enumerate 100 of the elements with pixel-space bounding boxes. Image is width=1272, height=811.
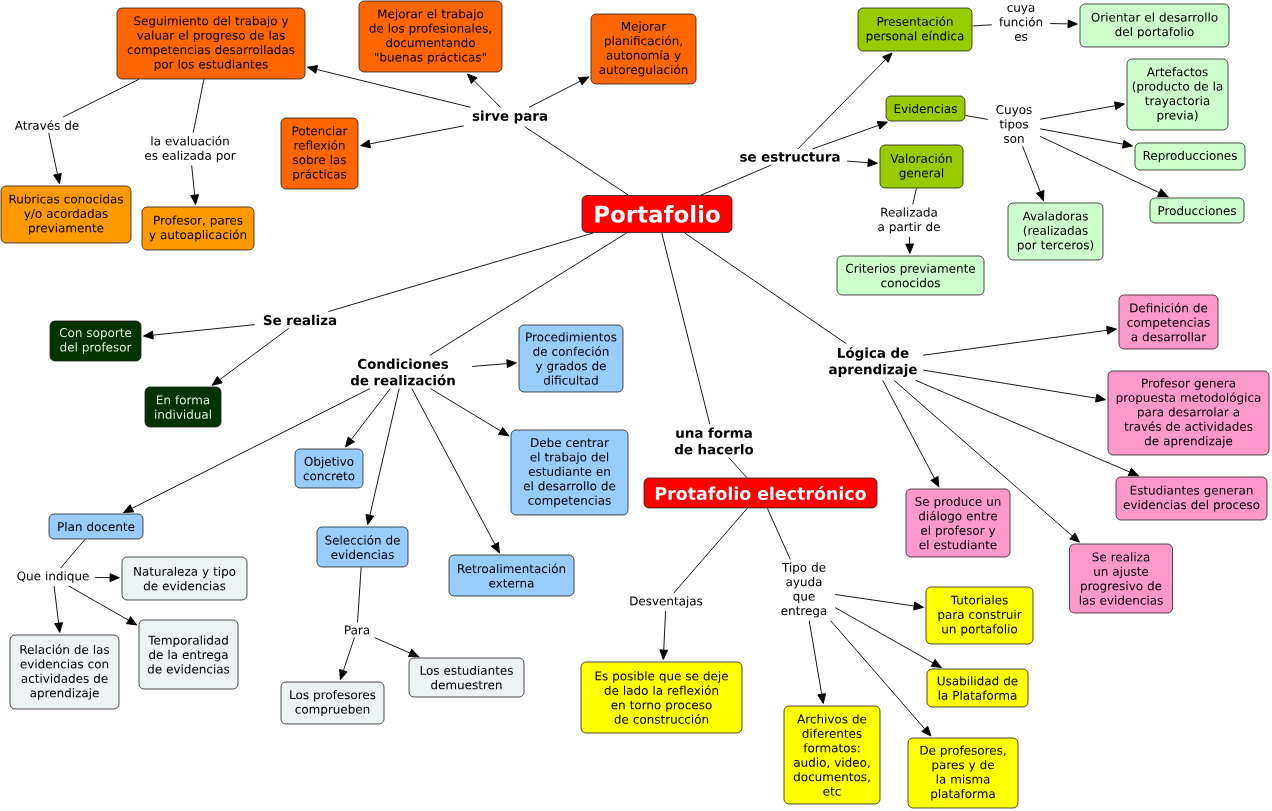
arrow xyxy=(68,585,138,626)
connector-line xyxy=(60,538,86,569)
concept-box: En forma individual xyxy=(144,386,222,428)
concept-box: Presentación personal eíndica xyxy=(857,7,973,52)
arrow xyxy=(834,594,924,611)
concept-box: Archivos de diferentes formatos: audio, video, documentos, etc xyxy=(783,705,881,805)
arrow xyxy=(143,324,256,340)
arrow xyxy=(1049,19,1078,29)
arrow xyxy=(211,327,290,386)
concept-box: Se realiza un ajuste progresivo de las evidencias xyxy=(1069,543,1173,614)
concept-box: Potenciar reflexión sobre las prácticas xyxy=(280,117,359,190)
concept-box: Retroalimentación externa xyxy=(448,554,575,597)
connector-line xyxy=(327,232,594,313)
arrow xyxy=(1022,145,1045,201)
arrow xyxy=(430,388,510,437)
linking-phrase: Tipo de ayuda que entrega xyxy=(781,562,827,618)
connector-line xyxy=(357,566,362,623)
arrow xyxy=(659,610,669,660)
arrow xyxy=(467,73,501,108)
connector-line xyxy=(700,164,772,196)
concept-box: Artefactos (producto de la trayactoria previa) xyxy=(1126,58,1229,131)
linking-phrase: Que indique xyxy=(17,571,89,583)
concept-box: Procedimientos de confeción y grados de dificultad xyxy=(518,324,624,393)
concept-box: Reproducciones xyxy=(1134,142,1246,171)
concept-box: Selección de evidencias xyxy=(316,526,409,568)
connector-line xyxy=(429,232,628,356)
arrow xyxy=(882,379,940,488)
connector-line xyxy=(912,187,917,205)
connector-line xyxy=(62,78,140,118)
concept-box: Rubricas conocidas y/o acordadas previamente xyxy=(0,185,132,244)
connector-line xyxy=(192,78,205,133)
arrow xyxy=(834,607,942,668)
arrow xyxy=(94,573,120,583)
concept-box: Usabilidad de la Plataforma xyxy=(926,668,1029,708)
concept-box: Valoración general xyxy=(879,144,964,189)
arrow xyxy=(1039,135,1169,198)
linking-phrase: Realizada a partir de xyxy=(878,207,940,234)
linking-phrase: sirve para xyxy=(472,110,547,124)
concept-box: Mejorar el trabajo de los profesionales, documentando "buenas prácticas" xyxy=(358,0,503,73)
concept-box: Objetivo concreto xyxy=(294,448,364,489)
concept-box: Con soporte del profesor xyxy=(49,320,142,362)
concept-box: Debe centrar el trabajo del estudiante en el desarrollo de competencias xyxy=(510,429,629,516)
linking-phrase: Lógica de aprendizaje xyxy=(829,346,917,378)
connector-line xyxy=(661,232,711,425)
concept-box: Protafolio electrónico xyxy=(643,477,878,509)
arrow xyxy=(53,585,63,633)
arrow xyxy=(365,388,400,525)
connector-line xyxy=(684,232,847,345)
concept-box: Seguimiento del trabajo y valuar el progreso de las competencias desarrolladas por los estudiantes xyxy=(116,7,306,80)
concept-box: Portafolio xyxy=(581,195,733,233)
linking-phrase: Através de xyxy=(14,120,79,130)
concept-box: Evidencias xyxy=(885,95,966,122)
arrow xyxy=(374,637,420,658)
concept-box: Relación de las evidencias con actividades de aprendizaje xyxy=(9,634,120,710)
arrow xyxy=(48,132,62,184)
linking-phrase: Desventajas xyxy=(630,596,703,608)
arrow xyxy=(190,165,199,205)
connector-line xyxy=(673,507,748,594)
concept-box: Producciones xyxy=(1149,197,1245,224)
arrow xyxy=(528,76,590,108)
arrow xyxy=(846,158,878,167)
arrow xyxy=(893,379,1080,543)
connector-line xyxy=(524,126,629,196)
arrow xyxy=(797,52,893,150)
linking-phrase: Se realiza xyxy=(263,314,337,326)
arrow xyxy=(411,388,500,554)
arrow xyxy=(339,637,355,680)
arrow xyxy=(922,369,1106,403)
concept-box: Profesor, pares y autoaplicación xyxy=(141,206,255,251)
linking-phrase: se estructura xyxy=(740,152,840,162)
arrow xyxy=(345,388,391,448)
connector-line xyxy=(728,457,748,479)
arrow xyxy=(360,125,465,149)
concept-box: Plan docente xyxy=(48,513,144,540)
arrow xyxy=(830,620,932,737)
linking-phrase: Condiciones de realización xyxy=(350,358,455,386)
concept-box: Profesor genera propuesta metodológica para desarrolar a través de actividades de aprendizaje xyxy=(1107,370,1270,456)
concept-box: Avaladoras (realizadas por terceros) xyxy=(1007,202,1104,261)
concept-box: Es posible que se deje de lado la reflexión en torno proceso de construcción xyxy=(580,661,743,734)
connector-line xyxy=(766,507,791,560)
concept-box: Los profesores comprueben xyxy=(280,681,385,725)
arrow xyxy=(123,388,371,514)
linking-phrase: la evaluación es ealizada por xyxy=(145,135,236,163)
arrow xyxy=(471,359,517,368)
concept-box: Definición de competencias a desarrollar xyxy=(1118,294,1219,350)
connector-line xyxy=(971,24,993,27)
arrow xyxy=(1039,128,1133,149)
arrow xyxy=(915,379,1139,477)
concept-box: Se produce un diálogo entre el profesor y el estudiante xyxy=(905,488,1011,558)
concept-box: Mejorar planificación, autonomía y autoregulación xyxy=(590,13,697,85)
linking-phrase: Para xyxy=(345,625,370,635)
concept-box: Estudiantes generan evidencias del proceso xyxy=(1115,476,1268,521)
concept-box: Orientar el desarrollo del portafolio xyxy=(1079,3,1230,48)
concept-box: Criterios previamente conocidos xyxy=(836,255,985,296)
arrow xyxy=(922,325,1117,356)
arrow xyxy=(1039,101,1125,120)
connector-line xyxy=(964,115,989,120)
concept-box: Los estudiantes demuestren xyxy=(408,657,525,698)
concept-box: Tutoriales para construir un portafolio xyxy=(925,586,1034,645)
concept-box: Temporalidad de la entrega de evidencias xyxy=(138,619,239,690)
